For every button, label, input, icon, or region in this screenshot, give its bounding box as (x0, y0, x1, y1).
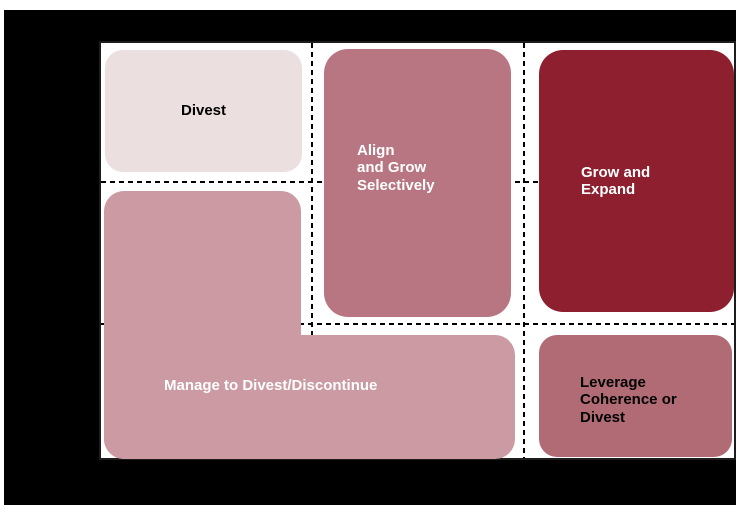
box-align-label-line1: Align (357, 141, 395, 159)
box-leverage-label-line2: Coherence or (580, 391, 677, 409)
box-leverage-label-line3: Divest (580, 408, 626, 426)
box-grow-label-line2: Expand (581, 181, 636, 198)
grid-hline-2 (101, 323, 734, 325)
grid-vline-1 (311, 43, 313, 458)
box-divest-label: Divest (180, 102, 227, 120)
box-grow-label-line1: Grow and (581, 163, 651, 181)
box-align-grow-selectively: Align and Grow Selectively (324, 49, 511, 317)
box-divest: Divest (105, 50, 302, 172)
box-grow-expand: Grow and Expand (539, 50, 734, 312)
box-align-label-line2: and Grow (357, 159, 427, 177)
box-leverage-label-line1: Leverage (580, 373, 646, 391)
grid-vline-2 (523, 43, 525, 458)
box-manage-divest-label: Manage to Divest/Discontinue (164, 377, 378, 394)
box-align-label-line3: Selectively (357, 176, 435, 194)
plot-area: Divest Align and Grow Selectively Grow a… (99, 41, 736, 460)
box-manage-divest-horizontal-part (104, 335, 515, 459)
box-leverage-coherence-divest: Leverage Coherence or Divest (539, 335, 732, 457)
